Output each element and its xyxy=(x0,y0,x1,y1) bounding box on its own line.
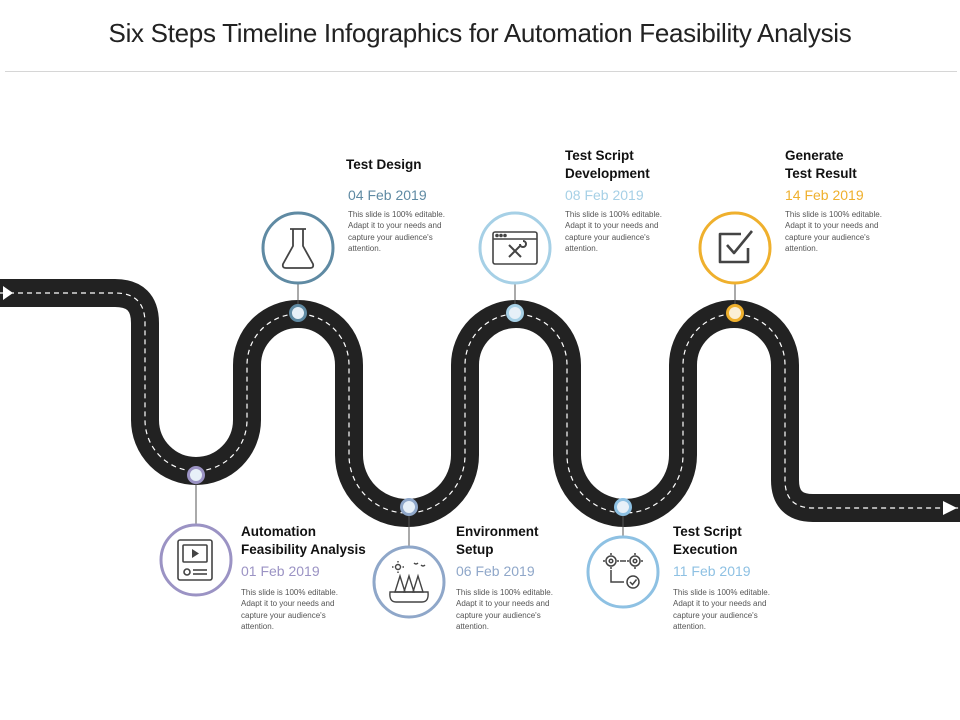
step-2-marker xyxy=(261,211,335,322)
step-3-description: This slide is 100% editable. Adapt it to… xyxy=(456,588,553,631)
step-5-description: This slide is 100% editable. Adapt it to… xyxy=(673,588,770,631)
step-5-marker xyxy=(586,498,660,609)
step-4-node xyxy=(506,304,524,322)
step-1-node xyxy=(187,466,205,484)
step-3-title: Environment Setup xyxy=(456,524,539,557)
step-6-date: 14 Feb 2019 xyxy=(785,187,864,203)
step-1-date: 01 Feb 2019 xyxy=(241,563,320,579)
step-1-marker xyxy=(159,466,233,597)
forest-icon xyxy=(389,561,429,603)
checkbox-icon xyxy=(718,230,754,264)
step-5-title: Test Script Execution xyxy=(673,524,742,557)
step-2-node xyxy=(289,304,307,322)
end-arrow-icon xyxy=(943,501,957,515)
gears-icon xyxy=(603,553,643,589)
start-arrow-icon xyxy=(3,286,13,300)
step-1-description: This slide is 100% editable. Adapt it to… xyxy=(241,588,338,631)
step-1-title: Automation Feasibility Analysis xyxy=(241,524,366,557)
step-4-badge xyxy=(478,211,552,285)
step-3-badge xyxy=(372,545,446,619)
step-2-description: This slide is 100% editable. Adapt it to… xyxy=(348,210,445,253)
page-title: Six Steps Timeline Infographics for Auto… xyxy=(108,18,852,48)
step-2-title: Test Design xyxy=(346,157,422,172)
step-6-node xyxy=(726,304,744,322)
step-4-marker xyxy=(478,211,552,322)
road xyxy=(0,279,960,527)
step-2-badge xyxy=(261,211,335,285)
step-6-description: This slide is 100% editable. Adapt it to… xyxy=(785,210,882,253)
step-6-title: Generate Test Result xyxy=(785,148,857,181)
step-4-title: Test Script Development xyxy=(565,148,650,181)
flask-icon xyxy=(281,228,315,269)
step-4-date: 08 Feb 2019 xyxy=(565,187,644,203)
step-6-marker xyxy=(698,211,772,322)
step-3-marker xyxy=(372,498,446,619)
step-1-badge xyxy=(159,523,233,597)
step-2-date: 04 Feb 2019 xyxy=(348,187,427,203)
browser-tools-icon xyxy=(492,231,538,265)
road-centerline xyxy=(0,292,960,514)
step-5-node xyxy=(614,498,632,516)
step-3-node xyxy=(400,498,418,516)
step-5-date: 11 Feb 2019 xyxy=(673,563,751,579)
video-document-icon xyxy=(177,539,213,581)
step-5-badge xyxy=(586,535,660,609)
step-3-date: 06 Feb 2019 xyxy=(456,563,535,579)
step-4-description: This slide is 100% editable. Adapt it to… xyxy=(565,210,662,253)
step-6-badge xyxy=(698,211,772,285)
title-divider xyxy=(5,71,957,72)
